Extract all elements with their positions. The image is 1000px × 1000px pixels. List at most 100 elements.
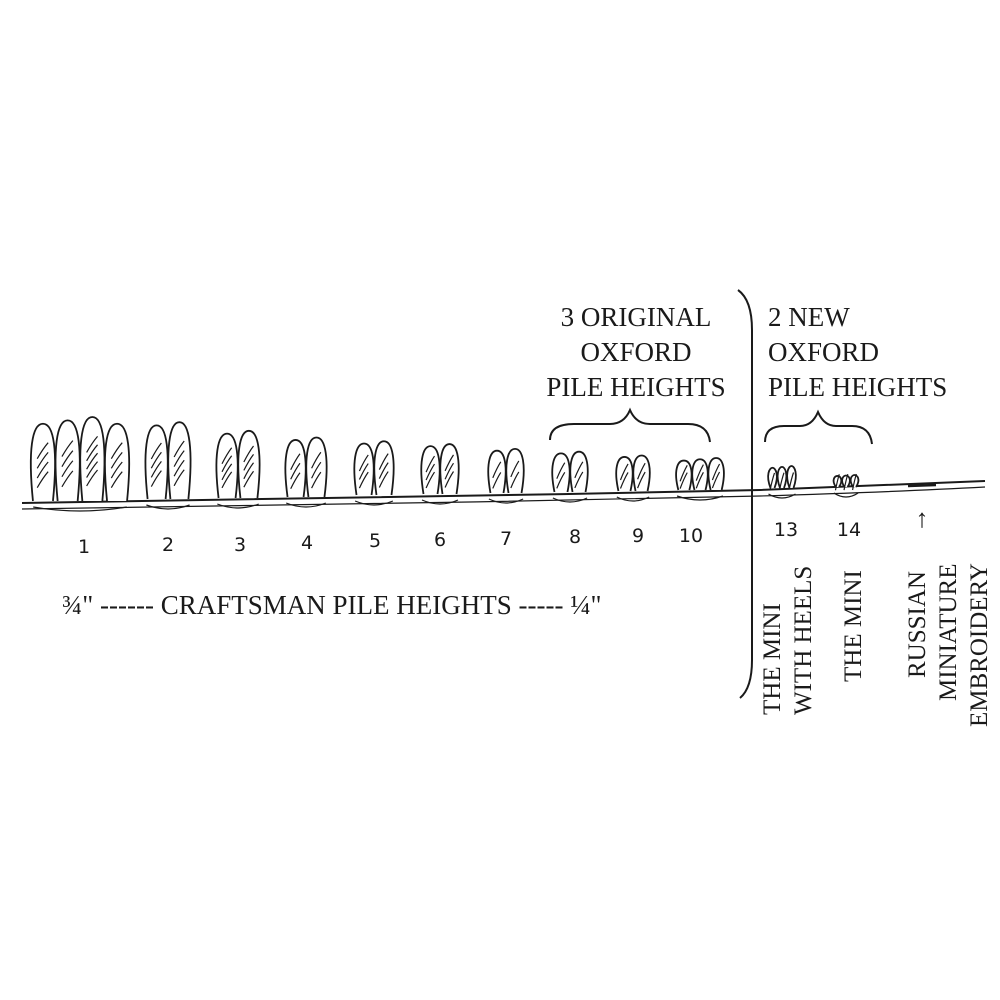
pile-loop-base (285, 502, 327, 508)
pile-loop (237, 429, 261, 499)
pile-loop (786, 465, 797, 489)
divider-bracket (737, 289, 753, 699)
pile-loop-strand (378, 471, 389, 488)
pile-loop-strand (221, 447, 233, 465)
mini-heels-line-2: WITH HEELS (790, 566, 817, 715)
pile-loop (632, 454, 651, 492)
pile-loop-strand (679, 464, 688, 482)
pile-loop-strand (711, 463, 721, 481)
up-arrow-icon: ↑ (916, 504, 929, 533)
russian-line-3: EMBROIDERY (966, 563, 993, 727)
pile-number: 2 (162, 534, 174, 556)
pile-loop-base (676, 495, 724, 501)
pile-number: 7 (500, 528, 512, 550)
pile-loop-strand (86, 444, 99, 462)
brace-original (549, 407, 711, 443)
mini-heels-line-1: THE MINI (759, 603, 786, 715)
new-label-line-3: PILE HEIGHTS (768, 372, 947, 402)
pile-loop-strand (779, 472, 785, 489)
pile-loop-strand (150, 451, 162, 469)
pile-loop (505, 447, 525, 494)
pile-loops (29, 416, 860, 512)
pile-loop-strand (619, 463, 629, 481)
pile-loop-strand (243, 445, 255, 463)
pile-loop-strand (311, 471, 322, 489)
pile-loop (569, 450, 589, 493)
pile-loop-base (146, 504, 190, 510)
pile-loop-base (616, 496, 650, 502)
pile-number: 8 (569, 526, 581, 548)
mini-line-1: THE MINI (840, 570, 867, 682)
pile-loop-strand (619, 472, 629, 489)
pile-number: 1 (78, 536, 90, 558)
pile-loop-strand (851, 473, 857, 491)
pile-loop-strand (110, 461, 123, 479)
pile-loop-strand (425, 463, 435, 481)
pile-loop-base (552, 497, 588, 503)
pile-loop-strand (110, 442, 123, 459)
pile-loop-strand (173, 440, 185, 458)
pile-loop (373, 440, 395, 496)
pile-number: 5 (369, 530, 381, 552)
pile-loop-strand (695, 472, 704, 489)
scale-caption: ¾" ------ CRAFTSMAN PILE HEIGHTS ----- ¼… (62, 590, 601, 620)
pile-loop-strand (843, 473, 849, 491)
pile-loop-strand (290, 462, 301, 480)
backing-line (21, 480, 986, 510)
pile-loop-strand (150, 461, 162, 478)
pile-loop-strand (637, 462, 646, 480)
original-label-line-3: PILE HEIGHTS (546, 372, 725, 402)
pile-loop (551, 452, 571, 493)
pile-loop-strand (834, 474, 840, 491)
pile-loop-strand (378, 462, 389, 479)
new-group-label: 2 NEW OXFORD PILE HEIGHTS (768, 302, 947, 402)
pile-loop-strand (173, 469, 185, 487)
pile-loop-strand (243, 470, 255, 488)
pile-loop-strand (86, 461, 99, 478)
pile-number: 3 (234, 534, 246, 556)
pile-loop-strand (444, 454, 454, 472)
pile-loop-base (33, 506, 127, 512)
pile-loop-strand (311, 461, 322, 479)
russian-line-1: RUSSIAN (904, 571, 931, 678)
pile-loop-strand (36, 471, 49, 488)
pile-loop-strand (444, 462, 454, 480)
pile-number: 6 (434, 529, 446, 551)
pile-loop-strand (444, 471, 454, 488)
pile-loop-strand (221, 463, 233, 481)
russian-line-2: MINIATURE (935, 564, 962, 702)
pile-loop-base (833, 492, 859, 498)
pile-loop-strand (378, 453, 389, 470)
pile-loop-strand (61, 450, 74, 467)
pile-loop-base (768, 493, 796, 499)
pile-loop (487, 449, 507, 494)
pile-loop-base (488, 498, 524, 504)
pile-loop-strand (574, 471, 584, 489)
pile-loop-strand (173, 459, 185, 477)
pile-loop (615, 456, 634, 492)
pile-loop-strand (425, 471, 435, 489)
pile-loop-strand (36, 442, 49, 459)
pile-loop (284, 439, 307, 498)
pile-loop-strand (711, 471, 721, 489)
pile-loop-strand (311, 451, 322, 469)
pile-loop (29, 422, 56, 502)
pile-loop-strand (36, 451, 49, 469)
pile-loop (144, 424, 169, 500)
pile-loop-strand (86, 436, 99, 453)
pile-loop-strand (290, 472, 301, 490)
pile-loop-strand (358, 471, 369, 489)
pile-loop-strand (510, 471, 520, 489)
pile-loop-strand (61, 470, 74, 488)
brace-new (764, 409, 873, 445)
pile-loop-strand (492, 461, 502, 479)
pile-loop-strand (358, 454, 369, 472)
pile-loop-base (421, 499, 459, 505)
pile-loop-strand (679, 472, 688, 489)
pile-loop-strand (556, 472, 566, 489)
pile-loop-strand (425, 455, 435, 473)
pile-loop (167, 421, 192, 500)
pile-loop-strand (110, 471, 123, 488)
pile-loop (215, 432, 239, 499)
